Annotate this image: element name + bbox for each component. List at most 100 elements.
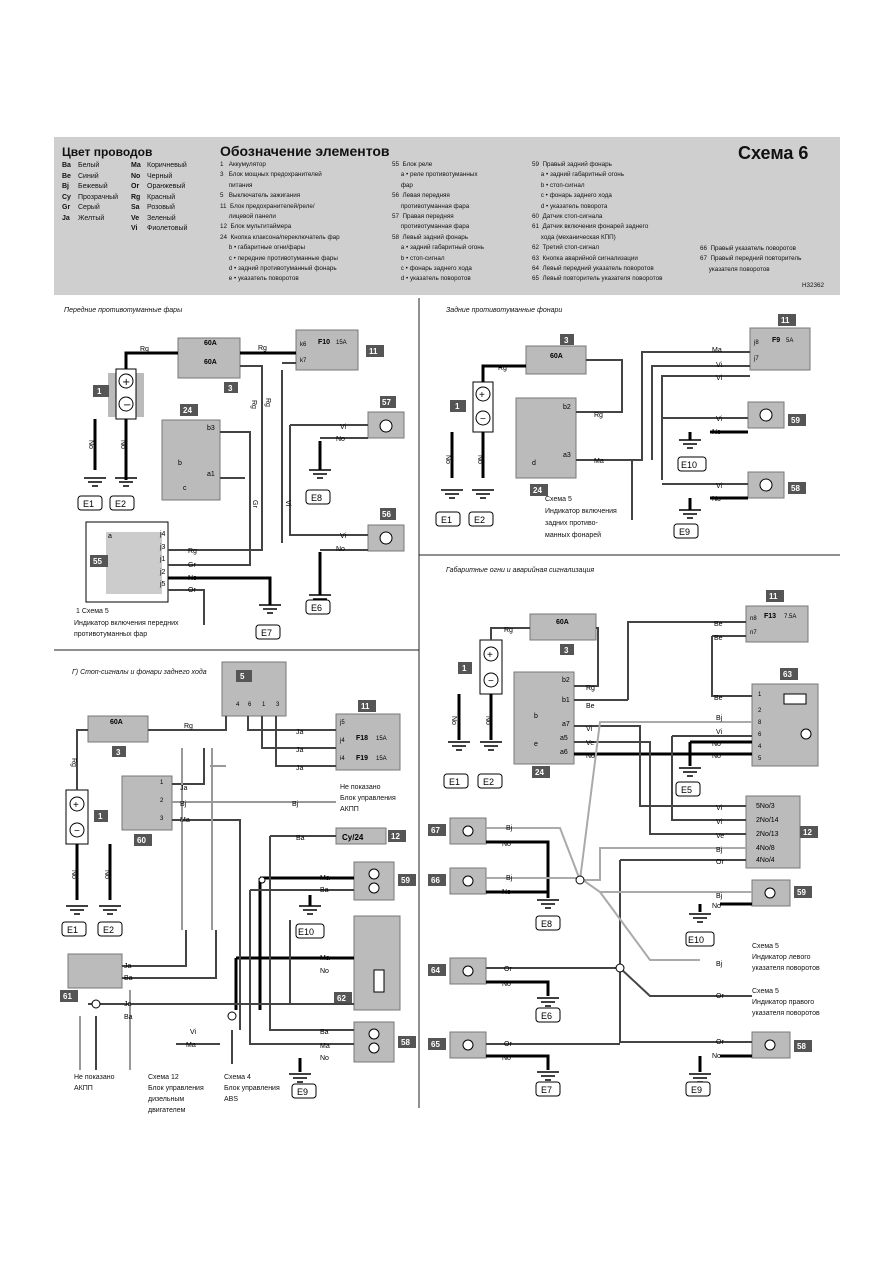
element-legend-item: 60 Датчик стоп-сигнала (532, 213, 603, 220)
svg-text:63: 63 (783, 670, 792, 679)
panel-front-fog-title: Передние противотуманные фары (64, 307, 183, 314)
svg-text:1: 1 (455, 402, 460, 411)
note-rear-fog-2: Индикатор включения (545, 508, 617, 515)
svg-text:−: − (74, 826, 80, 837)
svg-text:E10: E10 (681, 460, 697, 470)
svg-text:E9: E9 (691, 1085, 702, 1095)
svg-text:3: 3 (564, 646, 569, 655)
svg-text:4No/4: 4No/4 (756, 857, 775, 864)
svg-text:1: 1 (262, 702, 266, 708)
element-legend-item: 12 Блок мультитаймера (220, 223, 292, 231)
svg-text:−: − (480, 414, 486, 425)
svg-text:Or: Or (716, 1039, 724, 1046)
svg-text:Rg: Rg (184, 723, 193, 730)
svg-text:Rg: Rg (140, 346, 149, 353)
svg-text:a7: a7 (562, 721, 570, 728)
svg-text:11: 11 (361, 702, 370, 711)
svg-text:E9: E9 (297, 1087, 308, 1097)
note-left-ind-3: указателя поворотов (752, 965, 820, 972)
svg-text:6: 6 (758, 732, 762, 738)
svg-text:j3: j3 (159, 544, 166, 551)
svg-text:1: 1 (462, 664, 467, 673)
svg-text:No: No (450, 716, 457, 725)
svg-text:Or: Or (716, 859, 724, 866)
svg-text:Be: Be (714, 621, 723, 628)
svg-text:No: No (712, 903, 721, 910)
element-legend-item: d • задний противотуманный фонарь (220, 265, 337, 272)
element-legend-item: a • реле противотуманных (392, 171, 478, 179)
svg-text:c: c (183, 485, 187, 492)
svg-text:24: 24 (533, 486, 542, 495)
element-legend-item: e • указатель поворотов (220, 275, 299, 283)
panel-brake-title: Г) Стоп-сигналы и фонари заднего хода (72, 669, 207, 676)
element-legend-item: b • стоп-сигнал (532, 181, 585, 189)
note-scheme12-d: двигателем (148, 1107, 186, 1114)
element-legend-item: d • указатель поворота (532, 202, 608, 210)
svg-text:b2: b2 (562, 677, 570, 684)
svg-text:Vi: Vi (190, 1029, 197, 1036)
svg-text:Be: Be (586, 703, 595, 710)
svg-text:5: 5 (758, 756, 762, 762)
wire-color-code: Ba (62, 162, 71, 169)
element-legend-item: лицевой панели (220, 213, 276, 220)
element-legend-item: противотуманная фара (392, 202, 470, 210)
svg-text:j5: j5 (159, 581, 166, 588)
note-scheme4: Схема 4 (224, 1074, 251, 1081)
svg-text:Ba: Ba (296, 835, 305, 842)
svg-text:57: 57 (382, 398, 391, 407)
wire-color-code: Sa (131, 204, 140, 211)
svg-text:No: No (188, 575, 197, 582)
wire-color-name: Прозрачный (78, 193, 119, 201)
element-legend-item: 24 Кнопка клаксона/переключатель фар (220, 233, 340, 241)
note-scheme12: Схема 12 (148, 1074, 179, 1081)
svg-text:8: 8 (758, 720, 762, 726)
svg-text:Bj: Bj (716, 893, 723, 900)
svg-text:58: 58 (401, 1038, 410, 1047)
svg-text:12: 12 (391, 832, 400, 841)
wire-color-code: Rg (131, 193, 141, 201)
svg-text:Vi: Vi (716, 362, 723, 369)
svg-text:j5: j5 (339, 720, 345, 726)
svg-text:60A: 60A (550, 353, 563, 360)
svg-text:Or: Or (188, 587, 196, 594)
svg-text:a6: a6 (560, 749, 568, 756)
svg-text:7.5A: 7.5A (784, 614, 796, 620)
svg-text:Vi: Vi (716, 805, 723, 812)
svg-text:11: 11 (781, 316, 790, 325)
element-legend-item: 58 Левый задний фонарь (392, 233, 469, 241)
svg-text:58: 58 (791, 484, 800, 493)
svg-text:11: 11 (769, 592, 778, 601)
svg-text:3: 3 (160, 816, 164, 822)
svg-text:E8: E8 (311, 493, 322, 503)
svg-text:Ja: Ja (296, 747, 304, 754)
svg-text:60A: 60A (110, 719, 123, 726)
svg-text:Ba: Ba (124, 1014, 133, 1021)
svg-text:Vi: Vi (340, 533, 347, 540)
svg-text:15A: 15A (376, 736, 387, 742)
elements-title: Обозначение элементов (220, 143, 390, 159)
element-legend-item: d • указатель поворотов (392, 275, 471, 283)
svg-text:Ba: Ba (320, 887, 329, 894)
svg-text:2No/14: 2No/14 (756, 817, 779, 824)
note-right-ind-2: Индикатор правого (752, 999, 815, 1006)
svg-text:60A: 60A (204, 340, 217, 347)
svg-text:b: b (178, 460, 182, 467)
svg-text:E7: E7 (541, 1085, 552, 1095)
svg-text:2No/13: 2No/13 (756, 831, 779, 838)
svg-text:E1: E1 (83, 499, 94, 509)
svg-text:3: 3 (228, 384, 233, 393)
wire-color-code: Ja (62, 214, 70, 222)
svg-text:No: No (320, 968, 329, 975)
svg-text:E5: E5 (681, 785, 692, 795)
svg-text:Ba: Ba (320, 1029, 329, 1036)
svg-text:1: 1 (97, 387, 102, 396)
note-scheme4-b: Блок управления (224, 1085, 280, 1092)
svg-text:Vi: Vi (716, 729, 723, 736)
